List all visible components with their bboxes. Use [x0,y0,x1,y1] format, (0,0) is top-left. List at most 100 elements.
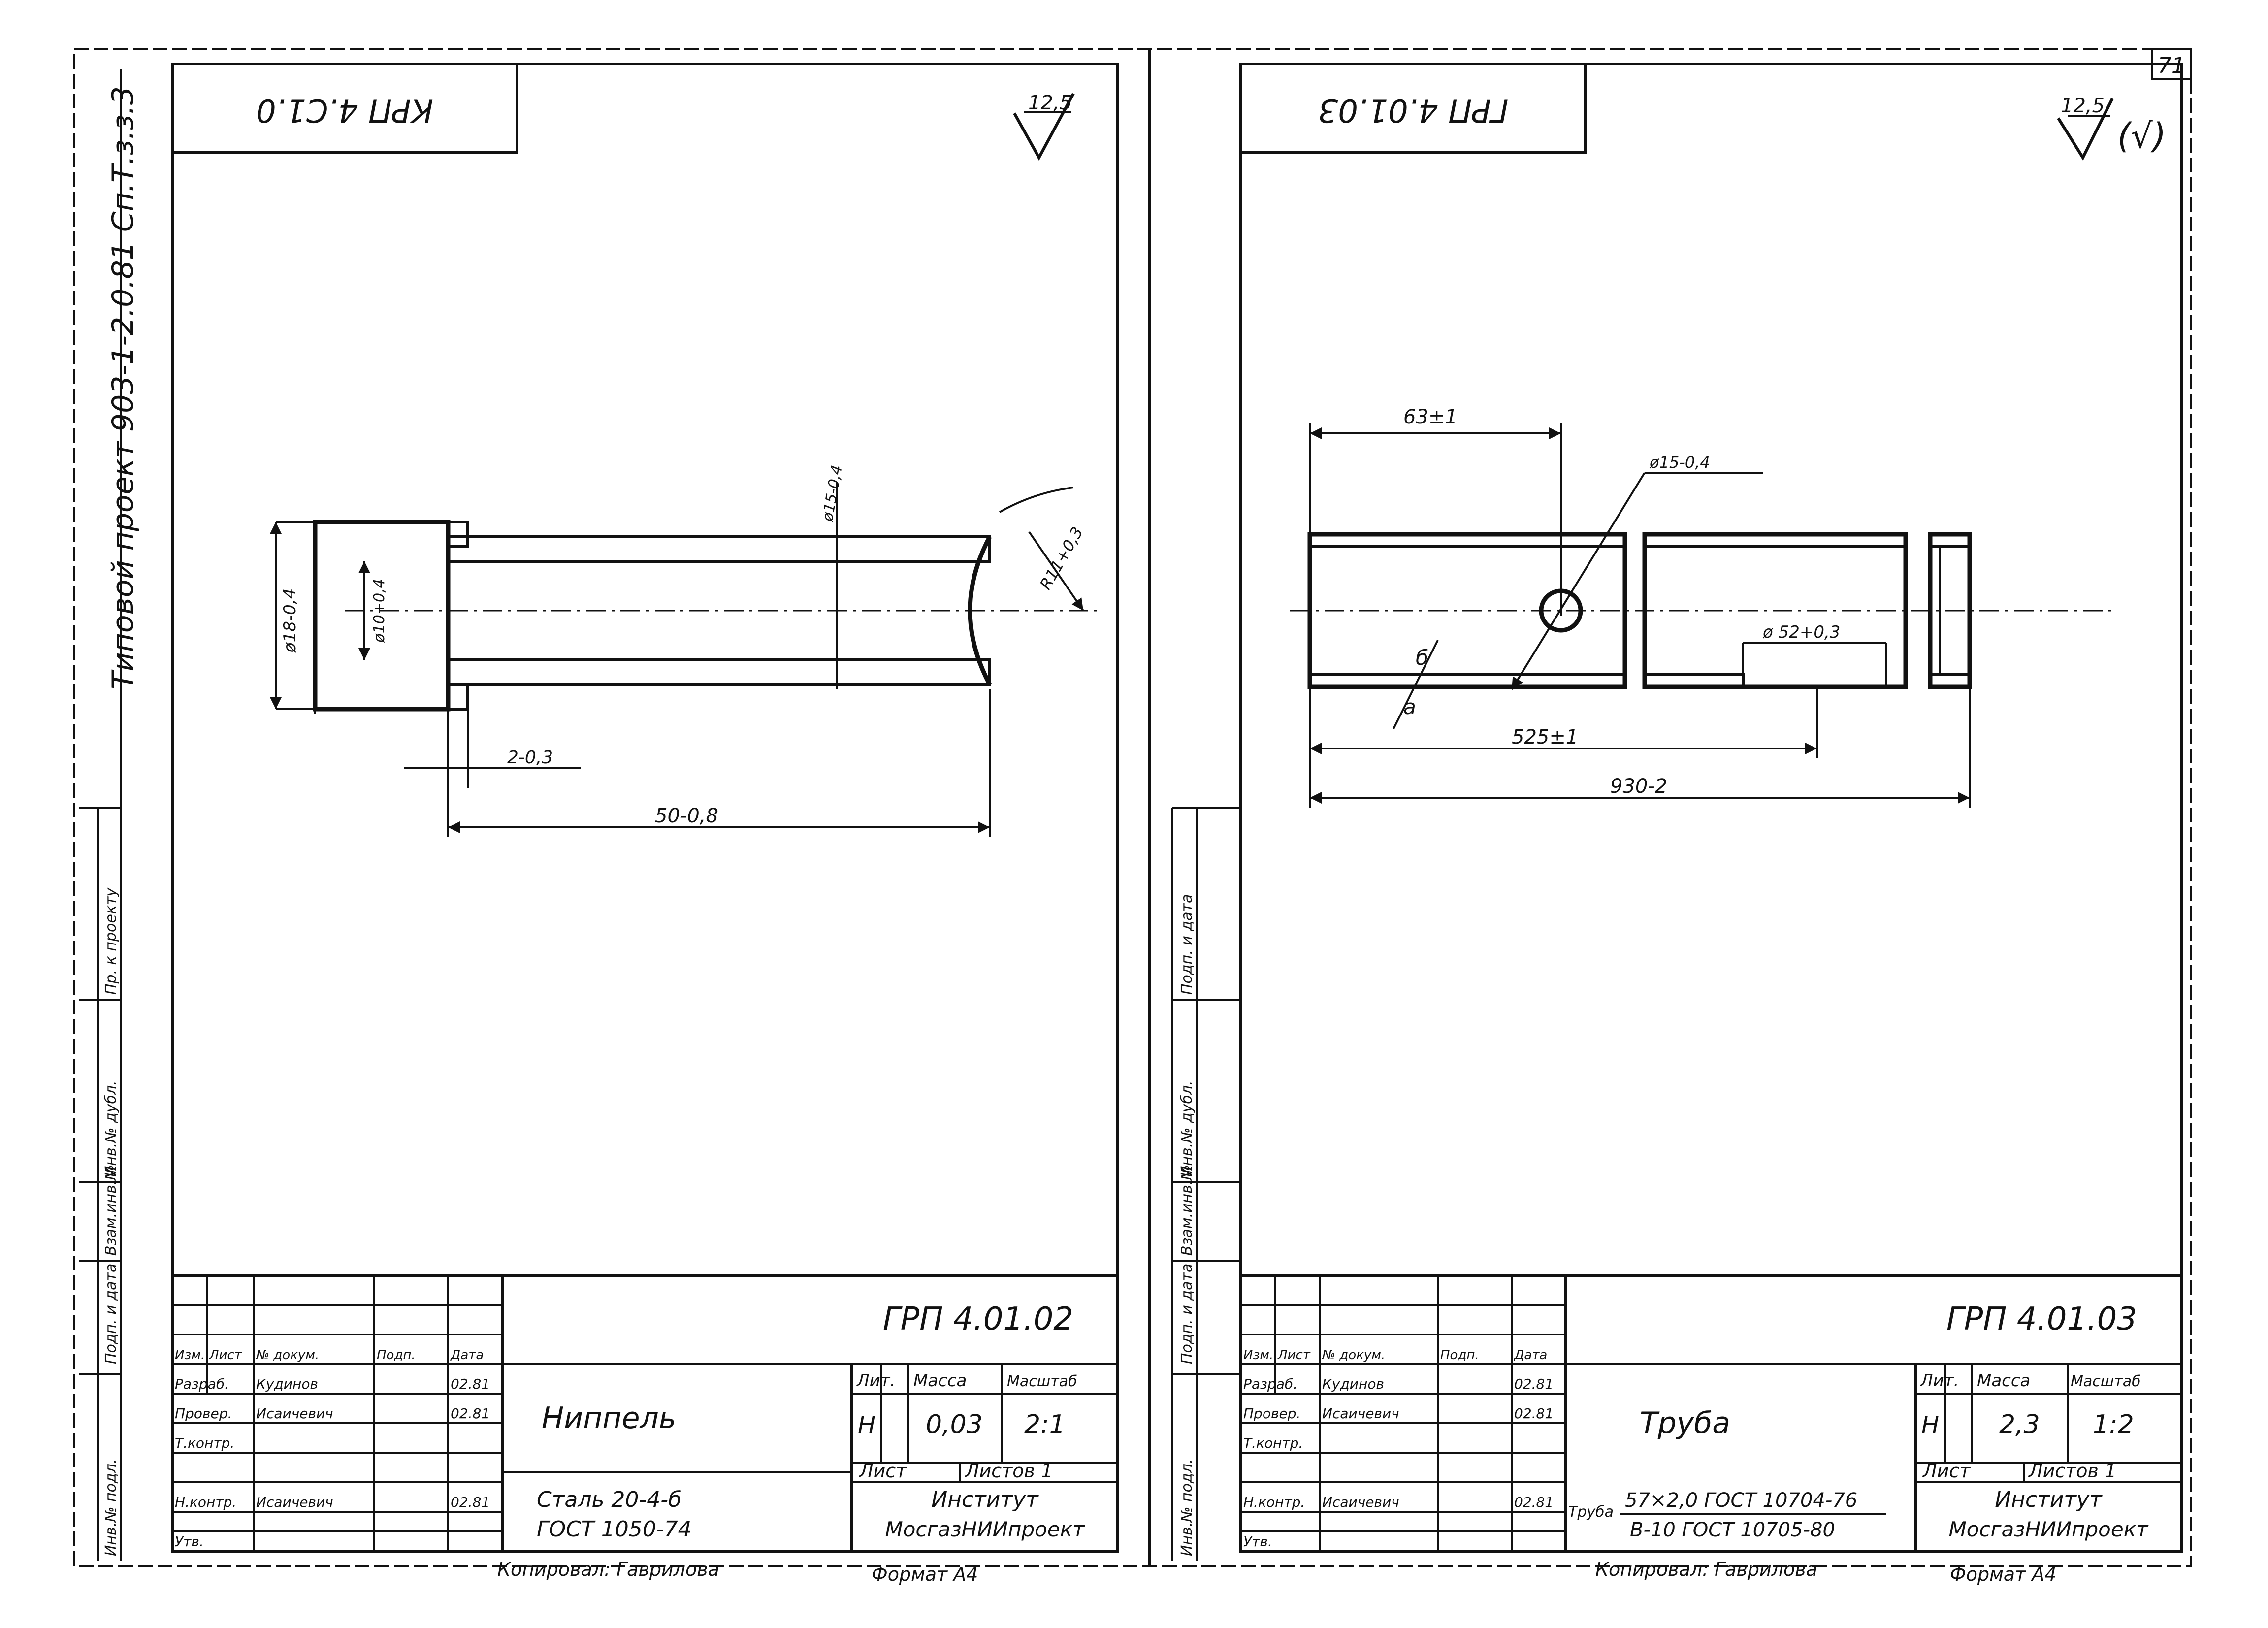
dim-d52: ø 52+0,3 [1762,622,1840,642]
dim-930: 930-2 [1610,775,1667,798]
dim-b: б [1416,646,1428,670]
right-head-list: Лист [1277,1348,1311,1363]
dim-d15-right: ø15-0,4 [1649,453,1710,472]
left-row-role: Провер. [175,1405,232,1422]
left-format: Формат А4 [872,1563,978,1585]
side-inv-dubl-right: Инв.№ дубл. [1178,1080,1196,1177]
left-part-name: Ниппель [542,1401,676,1435]
right-rotated-code: ГРП 4.01.03 [1318,92,1509,128]
side-vzam-inv: Взам.инв.№ [102,1165,120,1256]
right-copied: Копировал: Гаврилова [1595,1559,1817,1580]
side-podp-data2-right: Подп. и дата [1178,894,1196,995]
left-head-izm: Изм. [175,1348,205,1363]
left-org-2: МосгазНИИпроект [885,1517,1085,1541]
right-part-name: Труба [1640,1406,1730,1440]
left-row-name: Исаичевич [256,1494,333,1510]
right-row-role: Утв. [1243,1533,1272,1550]
left-massa-label: Масса [913,1371,967,1391]
left-code-box [171,63,518,154]
left-row-date: 02.81 [451,1494,490,1510]
left-title-block [171,1274,1119,1553]
dim-d10: ø10+0,4 [371,579,388,643]
left-side-fields: Инв.№ подл. Подп. и дата Взам.инв.№ Инв.… [79,807,121,1561]
left-masshtab-label: Масштаб [1007,1373,1077,1390]
left-head-row: Изм. Лист № докум. Подп. Дата [175,1348,484,1363]
left-lit-label: Лит. [856,1371,895,1391]
left-roughness-icon [1013,93,1075,161]
right-roughness-icon [2057,98,2114,161]
right-head-izm: Изм. [1243,1348,1273,1363]
right-material-1: 57×2,0 ГОСТ 10704-76 [1625,1489,1857,1512]
right-row-role: Провер. [1243,1405,1300,1422]
right-title-block [1239,1274,2183,1553]
right-row-name: Кудинов [1322,1376,1384,1392]
right-row-name: Исаичевич [1322,1405,1399,1422]
dim-d18: ø18-0,4 [280,588,300,653]
right-roughness: 12,5 [2061,95,2105,117]
side-inv-podl: Инв.№ подл. [102,1459,120,1556]
left-head-data: Дата [450,1348,484,1363]
right-code-box [1239,63,1587,154]
right-material-prefix: Труба [1568,1503,1614,1521]
left-row-role: Н.контр. [175,1494,236,1510]
right-head-podp: Подп. [1440,1348,1479,1363]
dim-r11: R11+0,3 [1036,523,1087,593]
right-massa-label: Масса [1977,1371,2030,1391]
right-row-date: 02.81 [1514,1376,1554,1392]
right-row-name: Исаичевич [1322,1494,1399,1510]
right-head-row: Изм. Лист № докум. Подп. Дата [1243,1348,1547,1363]
left-list-label: Лист [858,1460,907,1482]
right-side-fields: Инв.№ подл. Подп. и дата Взам.инв.№ Инв.… [1171,807,1241,1561]
left-roughness: 12,5 [1028,92,1072,114]
right-lit-label: Лит. [1919,1371,1959,1391]
right-row-date: 02.81 [1514,1494,1554,1510]
left-row-name: Кудинов [256,1376,318,1392]
left-copied: Копировал: Гаврилова [497,1559,719,1580]
right-list-label: Лист [1922,1460,1971,1482]
dim-50: 50-0,8 [655,805,718,827]
outer-border [73,48,2192,1567]
right-roughness-bracket: (√) [2117,116,2166,156]
right-masshtab-value: 1:2 [2093,1410,2134,1439]
right-head-data: Дата [1514,1348,1547,1363]
right-doc-code: ГРП 4.01.03 [1946,1301,2137,1337]
side-vzam-inv-right: Взам.инв.№ [1178,1165,1196,1256]
right-format: Формат А4 [1950,1563,2056,1585]
left-listov-label: Листов 1 [964,1460,1053,1482]
right-row-date: 02.81 [1514,1405,1554,1422]
left-head-doc: № докум. [255,1348,319,1363]
side-stamp: Типовой проект 903-1-2.0.81 Сп.Т.з.з.3 [106,86,140,689]
dim-525: 525±1 [1512,726,1578,749]
left-material-2: ГОСТ 1050-74 [537,1517,692,1542]
dim-2: 2-0,3 [507,748,553,768]
left-material-1: Сталь 20-4-б [537,1487,681,1512]
right-sign-rows: Разраб. Кудинов 02.81 Провер. Исаичевич … [1243,1376,1554,1550]
left-row-date: 02.81 [451,1405,490,1422]
side-inv-dubl: Инв.№ дубл. [102,1080,120,1177]
right-row-role: Т.контр. [1243,1435,1303,1451]
right-org-2: МосгазНИИпроект [1948,1517,2149,1541]
side-inv-podl-right: Инв.№ подл. [1178,1459,1196,1556]
left-row-date: 02.81 [451,1376,490,1392]
left-row-role: Утв. [175,1533,204,1550]
left-sheet: КРП 4.С1.0 12,5 [171,63,1119,1585]
right-row-role: Разраб. [1243,1376,1297,1392]
left-row-role: Разраб. [175,1376,229,1392]
left-head-list: Лист [209,1348,242,1363]
left-lit-value: Н [858,1411,875,1439]
left-org-1: Институт [931,1487,1039,1512]
left-doc-code: ГРП 4.01.02 [883,1301,1073,1337]
side-podp-data: Подп. и дата [102,1264,120,1364]
dim-a: а [1403,695,1416,719]
right-org-1: Институт [1995,1487,2103,1512]
right-lit-value: Н [1921,1411,1939,1439]
left-head-podp: Подп. [377,1348,416,1363]
left-massa-value: 0,03 [926,1410,983,1439]
right-masshtab-label: Масштаб [2071,1373,2141,1390]
right-head-doc: № докум. [1321,1348,1385,1363]
dim-63: 63±1 [1403,406,1458,428]
right-listov-label: Листов 1 [2028,1460,2116,1482]
pipe-drawing [1290,423,2117,808]
dim-d15: ø15-0,4 [819,464,846,523]
